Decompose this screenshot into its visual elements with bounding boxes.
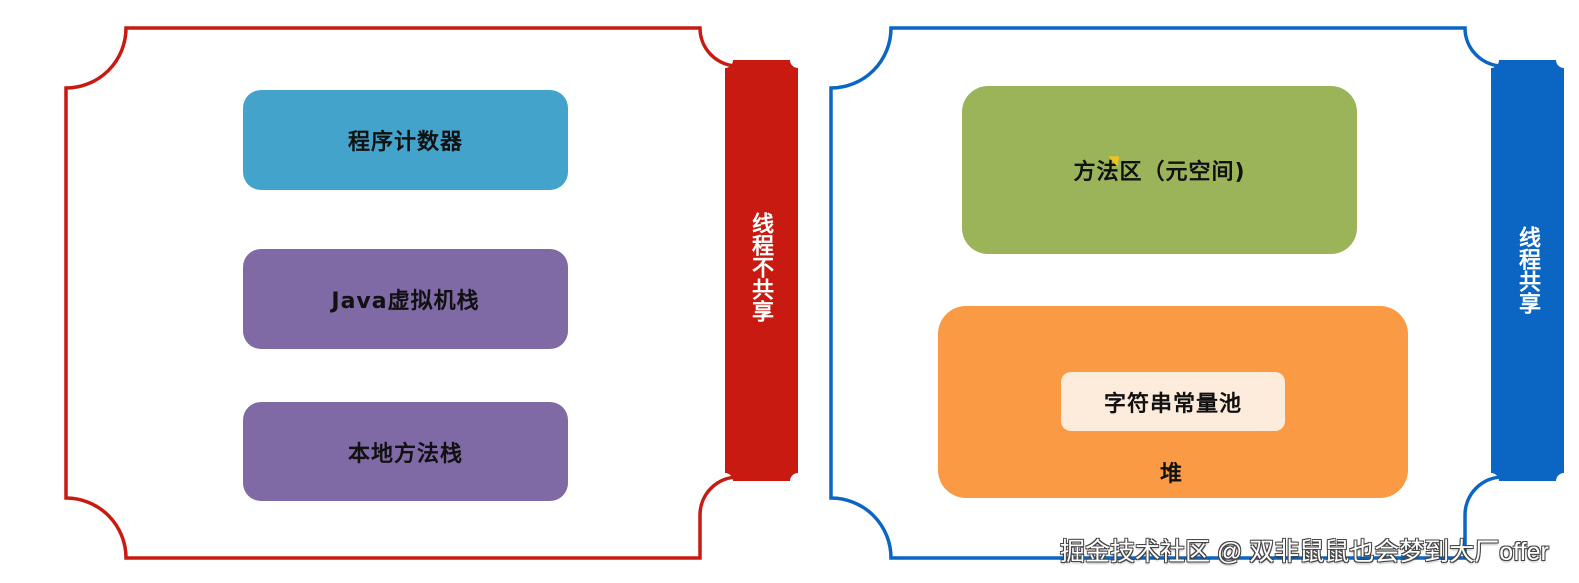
native-method-stack-box: 本地方法栈	[243, 402, 568, 501]
string-constant-pool-box: 字符串常量池	[1061, 372, 1285, 431]
heap-label: 堆	[1160, 462, 1183, 487]
java-vm-stack-label: Java虚拟机栈	[331, 289, 480, 314]
native-method-stack-label: 本地方法栈	[347, 441, 463, 467]
java-vm-stack-box: Java虚拟机栈	[243, 249, 568, 349]
method-area-box: 方法区（元空间)	[962, 86, 1357, 254]
program-counter-label: 程序计数器	[347, 130, 463, 155]
method-area-label: 方法区（元空间)	[1073, 160, 1246, 185]
watermark: 掘金技术社区 @ 双非鼠鼠也会梦到大厂offer	[1060, 538, 1549, 566]
private-bar-shape	[725, 60, 798, 481]
thread-shared-label: 线程共享	[1515, 226, 1540, 314]
string-constant-pool-label: 字符串常量池	[1103, 391, 1242, 417]
shared-bar-shape	[1491, 60, 1564, 481]
thread-private-label: 线程不共享	[748, 212, 773, 322]
program-counter-box: 程序计数器	[243, 90, 568, 190]
